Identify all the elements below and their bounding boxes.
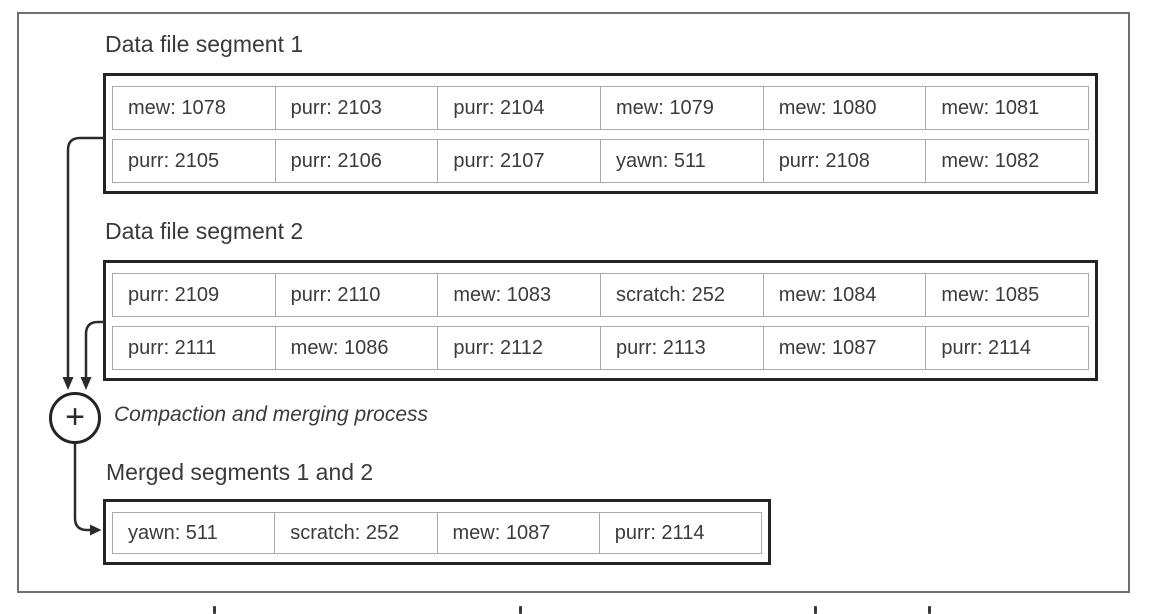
record-cell: yawn: 511 [113,513,276,553]
record-cell: purr: 2104 [438,87,602,129]
process-label: Compaction and merging process [114,403,428,426]
record-cell: mew: 1081 [941,96,1040,119]
merged-segment-title: Merged segments 1 and 2 [106,459,374,485]
segment-2-title: Data file segment 2 [105,218,304,244]
record-cell: scratch: 252 [601,274,764,316]
record-cell: mew: 1085 [941,283,1040,306]
record-cell: purr: 2112 [438,327,602,369]
record-cell: mew: 1080 [764,87,927,129]
segment-2-row-2: purr: 2111 mew: 1086 purr: 2112 purr: 21… [112,326,1089,370]
record-cell: mew: 1082 [941,149,1040,172]
segment-2-box: purr: 2109 purr: 2110 mew: 1083 scratch:… [103,260,1098,381]
segment-1-box: mew: 1078 purr: 2103 purr: 2104 mew: 107… [103,73,1098,194]
segment-1-row-2: purr: 2105 purr: 2106 purr: 2107 yawn: 5… [112,139,1089,183]
record-cell: mew: 1084 [764,274,927,316]
record-cell: purr: 2103 [276,87,439,129]
record-cell: purr: 2114 [941,336,1032,359]
record-cell: purr: 2108 [764,140,927,182]
merge-node: + [49,392,101,444]
record-cell: purr: 2106 [276,140,439,182]
record-cell: mew: 1078 [113,87,276,129]
record-cell: purr: 2105 [113,140,276,182]
merged-segment-row: yawn: 511 scratch: 252 mew: 1087 purr: 2… [112,512,762,554]
cutoff-text-fragment [519,606,522,614]
record-cell: purr: 2111 [113,327,276,369]
merged-segment-box: yawn: 511 scratch: 252 mew: 1087 purr: 2… [103,499,771,565]
record-cell: scratch: 252 [275,513,438,553]
record-cell: mew: 1086 [276,327,439,369]
record-cell: purr: 2109 [113,274,276,316]
segment-1-title: Data file segment 1 [105,31,304,57]
record-cell: mew: 1079 [601,87,764,129]
plus-icon: + [65,398,85,436]
record-cell: mew: 1087 [438,513,600,553]
record-cell: yawn: 511 [601,140,764,182]
record-cell: mew: 1083 [438,274,602,316]
record-cell: mew: 1087 [764,327,927,369]
record-cell: purr: 2107 [438,140,602,182]
cutoff-text-fragment [928,606,931,614]
record-cell: purr: 2110 [276,274,439,316]
cutoff-text-fragment [814,606,817,614]
record-cell: purr: 2114 [614,521,705,544]
segment-1-row-1: mew: 1078 purr: 2103 purr: 2104 mew: 107… [112,86,1089,130]
record-cell: purr: 2113 [601,327,764,369]
cutoff-text-fragment [213,606,216,614]
segment-2-row-1: purr: 2109 purr: 2110 mew: 1083 scratch:… [112,273,1089,317]
